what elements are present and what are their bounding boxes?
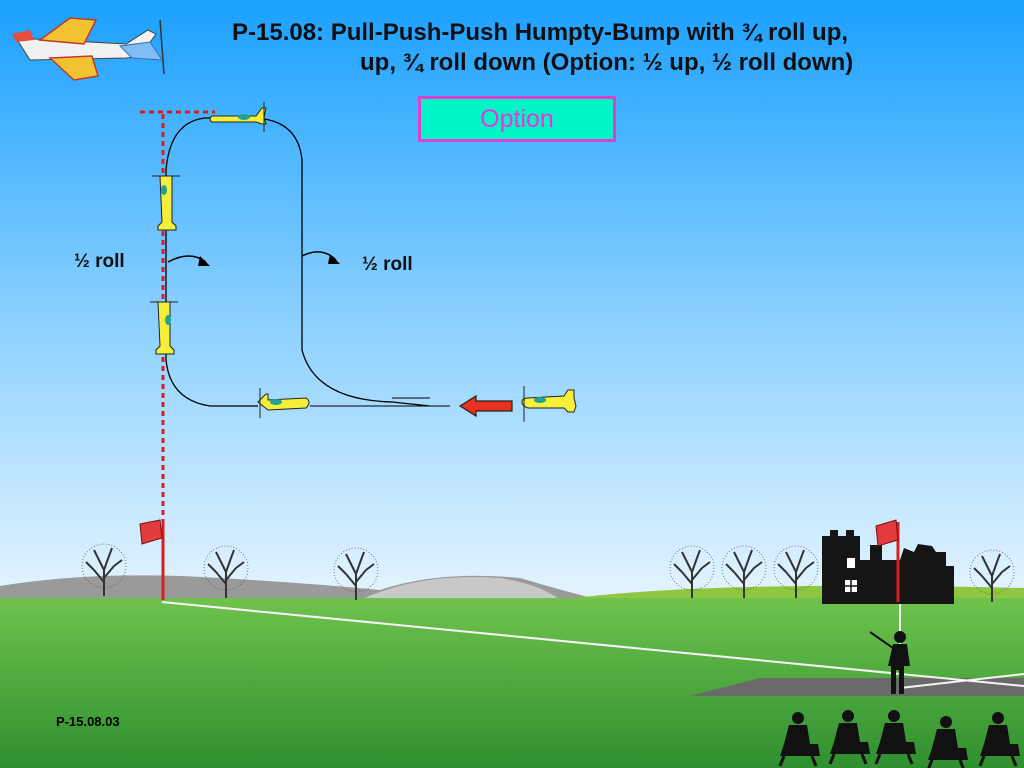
option-box: Option [418, 96, 616, 142]
direction-arrow [458, 394, 513, 418]
plane-entry [521, 386, 577, 422]
logo-plane [12, 17, 165, 81]
title-line-2: up, ¾ roll down (Option: ½ up, ½ roll do… [360, 49, 854, 76]
plane-left-upper [152, 175, 180, 231]
plane-top [209, 102, 267, 132]
figure-code: P-15.08.03 [56, 714, 120, 729]
sight-line-left [161, 601, 1024, 687]
flag-right [875, 519, 900, 602]
roll-arrowhead-right [328, 254, 340, 264]
plane-bottom [257, 388, 310, 418]
plane-left-lower [150, 301, 178, 355]
roll-label-left: ½ roll [74, 251, 125, 272]
title-line-1: P-15.08: Pull-Push-Push Humpty-Bump with… [232, 19, 849, 46]
roll-arrowhead-left [198, 256, 210, 266]
pilot-figure [869, 631, 910, 694]
distant-hill-light [360, 576, 560, 600]
roll-label-right: ½ roll [362, 254, 413, 275]
page-title: P-15.08: Pull-Push-Push Humpty-Bump with… [232, 18, 992, 78]
castle-ruin [822, 530, 954, 604]
sky-background [0, 0, 1024, 600]
flag-left [139, 519, 163, 545]
